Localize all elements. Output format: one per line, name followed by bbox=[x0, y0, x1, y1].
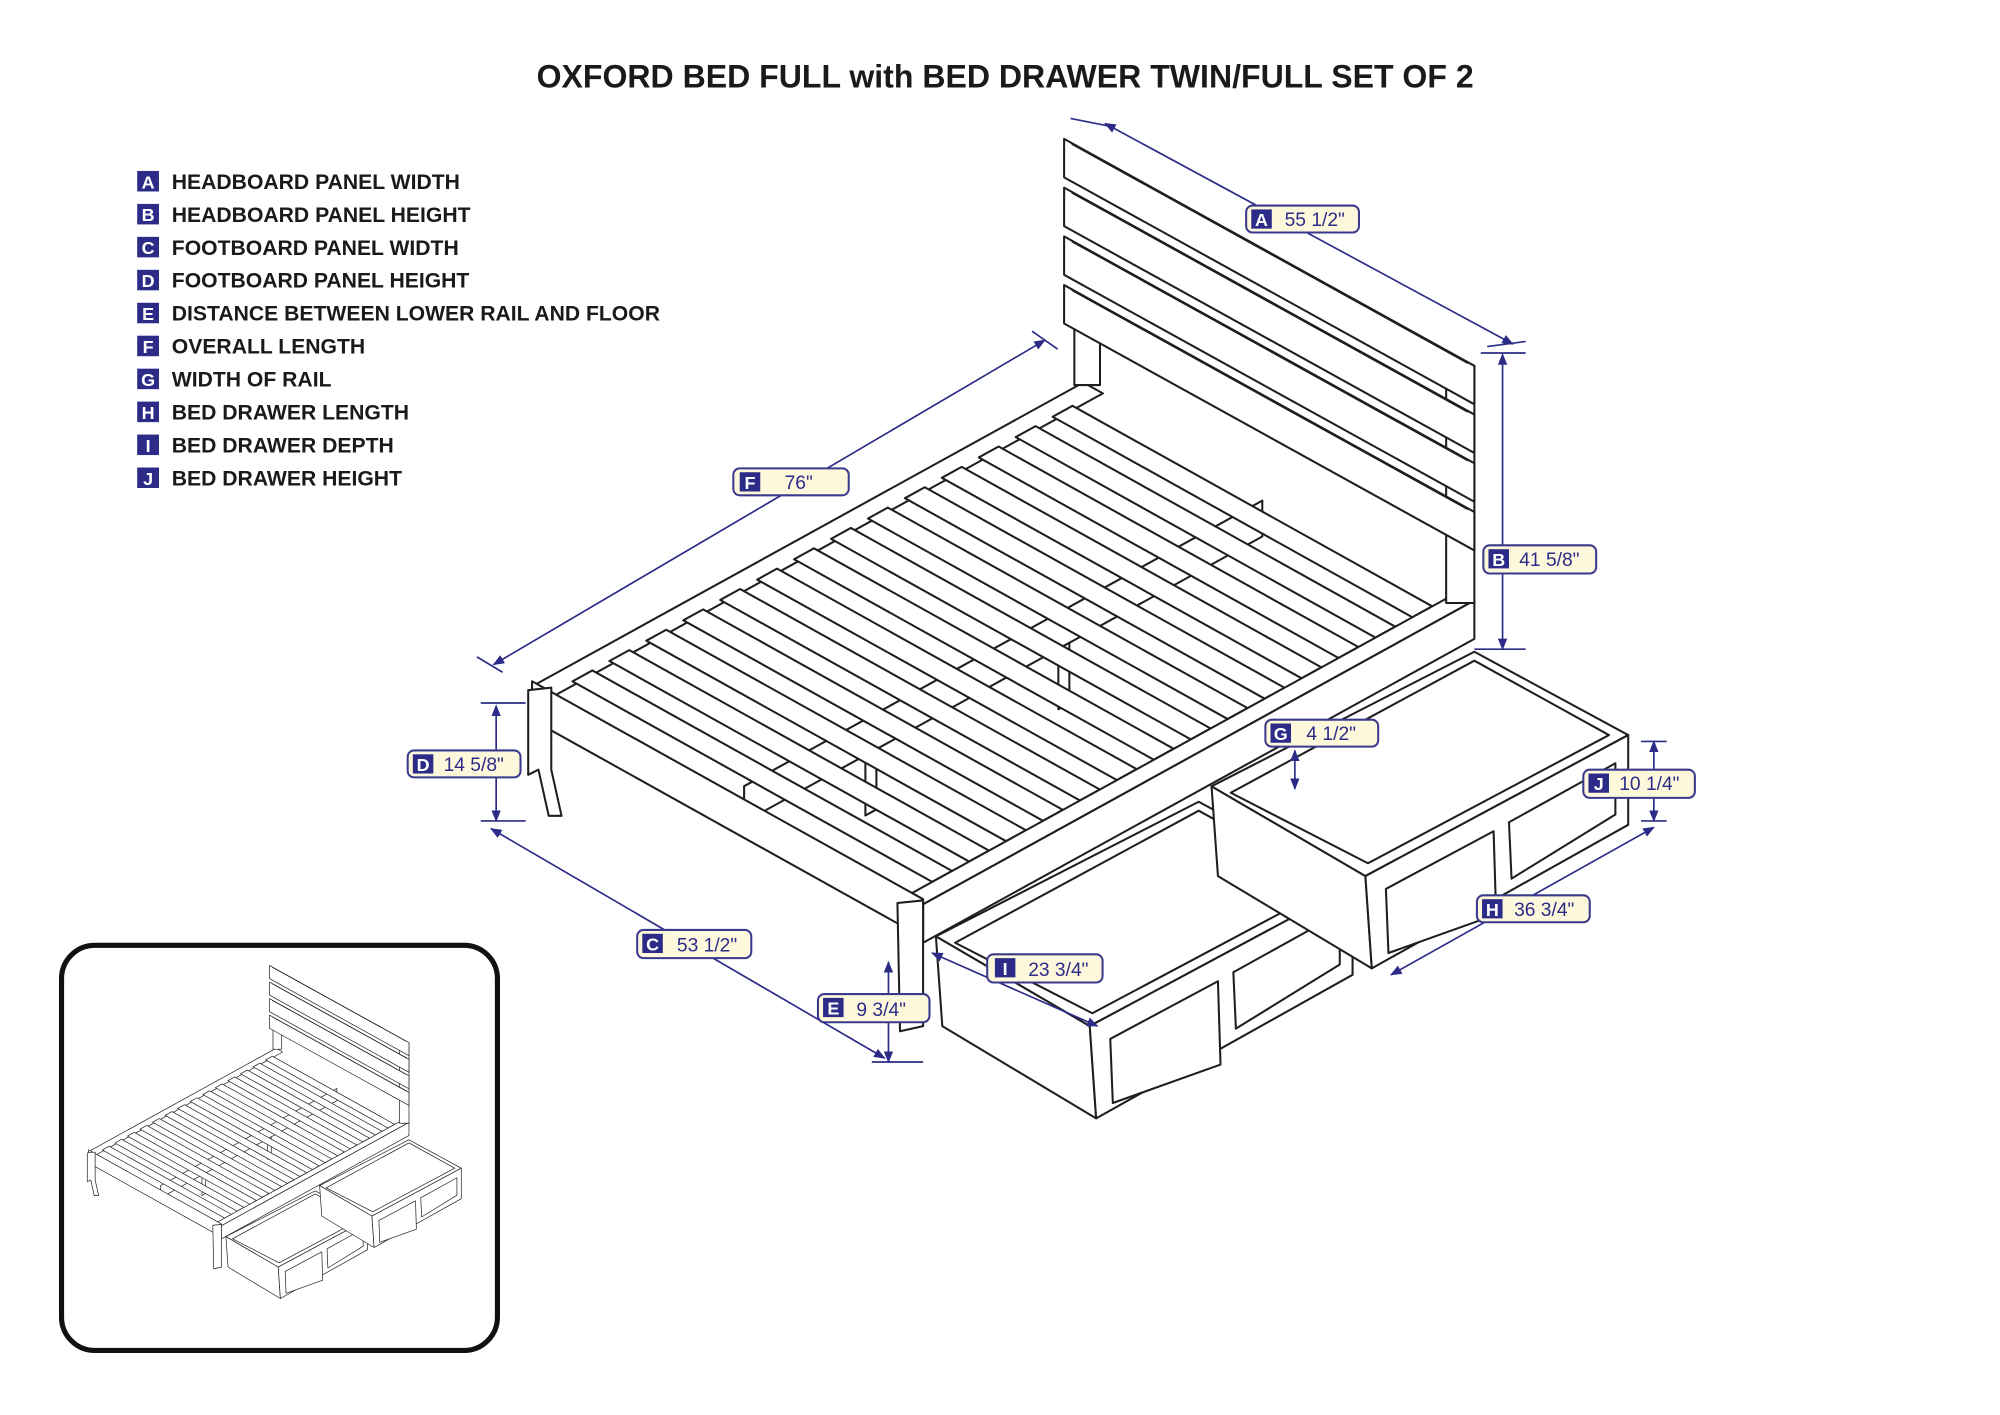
dimension-tag-f: F 76" bbox=[732, 467, 850, 497]
legend-item: F OVERALL LENGTH bbox=[137, 336, 365, 359]
svg-text:G: G bbox=[141, 370, 155, 390]
inset-thumbnail bbox=[58, 942, 501, 1354]
svg-text:F: F bbox=[745, 473, 756, 493]
svg-text:G: G bbox=[1274, 724, 1288, 744]
legend-letter-box bbox=[137, 302, 159, 324]
svg-text:E: E bbox=[142, 304, 154, 324]
legend-item: I BED DRAWER DEPTH bbox=[137, 435, 394, 458]
legend-item: H BED DRAWER LENGTH bbox=[137, 402, 409, 425]
dimension-value: 9 3/4" bbox=[856, 1000, 906, 1021]
dim-line-a bbox=[1104, 122, 1514, 345]
svg-text:B: B bbox=[1492, 550, 1505, 570]
dimension-tag-h: H 36 3/4" bbox=[1475, 894, 1591, 924]
legend-label: HEADBOARD PANEL WIDTH bbox=[172, 171, 460, 194]
legend-letter-box bbox=[137, 203, 159, 225]
svg-text:C: C bbox=[646, 934, 659, 954]
legend: A HEADBOARD PANEL WIDTH B HEADBOARD PANEL H… bbox=[137, 171, 660, 490]
dim-line-f bbox=[492, 339, 1046, 666]
legend-label: BED DRAWER LENGTH bbox=[172, 402, 409, 425]
dimension-value: 36 3/4" bbox=[1514, 900, 1574, 921]
legend-label: WIDTH OF RAIL bbox=[172, 369, 332, 392]
svg-text:E: E bbox=[827, 999, 839, 1019]
legend-item: A HEADBOARD PANEL WIDTH bbox=[137, 171, 460, 194]
legend-label: HEADBOARD PANEL HEIGHT bbox=[172, 204, 471, 227]
legend-letter-box bbox=[137, 368, 159, 390]
dimension-value: 4 1/2" bbox=[1306, 724, 1356, 745]
svg-text:C: C bbox=[142, 238, 155, 258]
legend-item: B HEADBOARD PANEL HEIGHT bbox=[137, 203, 471, 227]
legend-label: BED DRAWER HEIGHT bbox=[172, 467, 402, 490]
legend-label: BED DRAWER DEPTH bbox=[172, 435, 394, 458]
drawer-interior bbox=[1229, 659, 1611, 865]
svg-text:I: I bbox=[146, 436, 151, 456]
dimension-value: 23 3/4" bbox=[1028, 960, 1088, 981]
footboard-left-post bbox=[527, 686, 563, 817]
svg-text:B: B bbox=[142, 205, 155, 225]
legend-label: DISTANCE BETWEEN LOWER RAIL AND FLOOR bbox=[172, 303, 660, 326]
dim-line-i bbox=[930, 952, 1099, 1027]
legend-label: FOOTBOARD PANEL WIDTH bbox=[172, 237, 459, 260]
legend-letter-box bbox=[137, 236, 159, 258]
svg-text:F: F bbox=[143, 337, 154, 357]
svg-text:A: A bbox=[1255, 210, 1268, 230]
dimension-tag-b: B 41 5/8" bbox=[1482, 544, 1598, 575]
svg-text:J: J bbox=[143, 469, 153, 489]
legend-label: OVERALL LENGTH bbox=[172, 336, 365, 359]
dimension-value: 41 5/8" bbox=[1519, 550, 1579, 571]
svg-text:A: A bbox=[142, 172, 155, 192]
svg-text:I: I bbox=[1003, 959, 1008, 979]
dimension-tag-d: D 14 5/8" bbox=[406, 749, 522, 779]
drawer-front-panel bbox=[1232, 912, 1341, 1030]
svg-text:J: J bbox=[1594, 774, 1604, 794]
dimension-value: 55 1/2" bbox=[1285, 210, 1345, 231]
dimension-tag-e: E 9 3/4" bbox=[816, 993, 931, 1024]
legend-item: J BED DRAWER HEIGHT bbox=[137, 467, 402, 490]
dimension-value: 53 1/2" bbox=[677, 936, 737, 957]
legend-letter-box bbox=[137, 434, 159, 456]
dimension-value: 14 5/8" bbox=[444, 755, 504, 776]
legend-letter-box bbox=[137, 335, 159, 357]
legend-letter-box bbox=[137, 401, 159, 423]
legend-letter-box bbox=[137, 269, 159, 291]
legend-item: D FOOTBOARD PANEL HEIGHT bbox=[137, 270, 469, 293]
legend-item: C FOOTBOARD PANEL WIDTH bbox=[137, 237, 459, 260]
legend-letter-box bbox=[137, 170, 159, 192]
dimension-value: 10 1/4" bbox=[1619, 774, 1679, 795]
dimension-value: 76" bbox=[785, 473, 813, 494]
dimension-tag-j: J 10 1/4" bbox=[1582, 768, 1696, 799]
svg-text:H: H bbox=[142, 403, 155, 423]
svg-text:H: H bbox=[1486, 900, 1499, 920]
page-title: OXFORD BED FULL with BED DRAWER TWIN/FUL… bbox=[537, 59, 1474, 95]
legend-item: G WIDTH OF RAIL bbox=[137, 368, 332, 392]
dimension-tag-i: I 23 3/4" bbox=[986, 953, 1104, 984]
drawer-front-panel bbox=[1109, 980, 1222, 1105]
dimension-tag-c: C 53 1/2" bbox=[636, 928, 753, 960]
svg-text:D: D bbox=[142, 271, 155, 291]
legend-item: E DISTANCE BETWEEN LOWER RAIL AND FLOOR bbox=[137, 303, 660, 326]
svg-text:D: D bbox=[417, 755, 430, 775]
legend-label: FOOTBOARD PANEL HEIGHT bbox=[172, 270, 470, 293]
dimension-tag-a: A 55 1/2" bbox=[1245, 204, 1360, 234]
dimension-lines bbox=[476, 117, 1667, 1064]
legend-letter-box bbox=[137, 467, 159, 489]
dimension-tag-g: G 4 1/2" bbox=[1264, 718, 1380, 748]
